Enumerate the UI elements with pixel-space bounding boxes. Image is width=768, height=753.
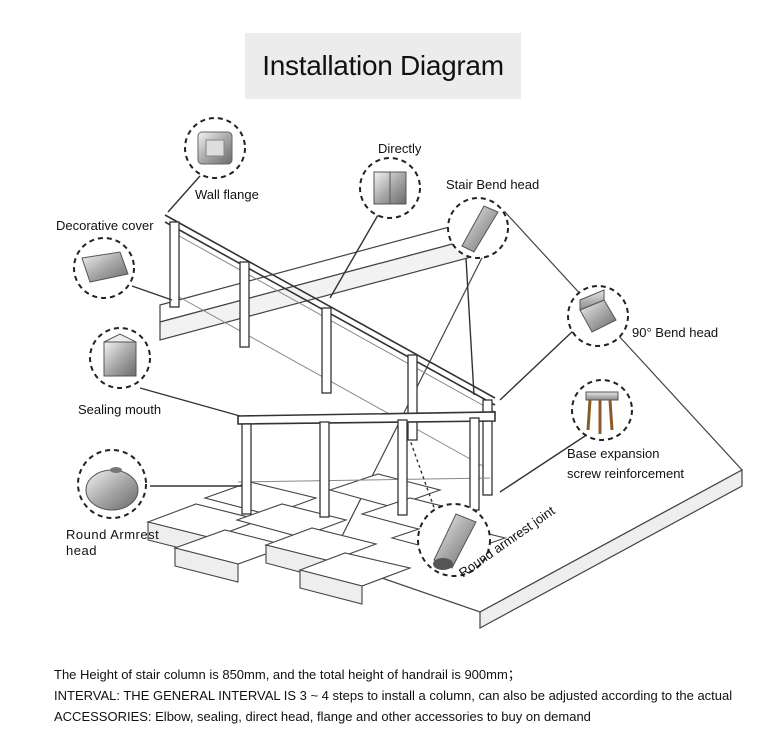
upper-posts bbox=[169, 221, 493, 496]
label-sealing-mouth: Sealing mouth bbox=[78, 402, 162, 417]
label-round-armrest-head-2: head bbox=[66, 543, 97, 558]
wall-flange-callout bbox=[184, 117, 246, 179]
round-armrest-joint-callout bbox=[417, 503, 491, 577]
label-stair-bend-head: Stair Bend head bbox=[446, 177, 540, 192]
note-height: The Height of stair column is 850mm, and… bbox=[54, 667, 521, 682]
stair-bend-head-callout bbox=[447, 197, 509, 259]
base-expansion-callout bbox=[571, 379, 633, 441]
round-armrest-head-callout bbox=[77, 449, 147, 519]
note-interval: INTERVAL: THE GENERAL INTERVAL IS 3 ~ 4 … bbox=[54, 688, 733, 703]
page-title: Installation Diagram bbox=[262, 50, 504, 81]
pointer-lines bbox=[131, 175, 589, 531]
installation-notes: The Height of stair column is 850mm, and… bbox=[54, 664, 754, 727]
sealing-mouth-callout bbox=[89, 327, 151, 389]
lower-posts bbox=[241, 417, 480, 518]
note-accessories: ACCESSORIES: Elbow, sealing, direct head… bbox=[54, 709, 591, 724]
title-box: Installation Diagram bbox=[245, 33, 521, 99]
stair-railing-diagram bbox=[73, 117, 743, 630]
label-directly: Directly bbox=[378, 141, 422, 156]
lower-handrail bbox=[237, 411, 496, 483]
label-decorative-cover: Decorative cover bbox=[56, 218, 154, 233]
directly-callout bbox=[359, 157, 421, 219]
bend-90-head-callout bbox=[567, 285, 629, 347]
label-base-expansion-1: Base expansion bbox=[567, 446, 660, 461]
label-round-armrest-head-1: Round Armrest bbox=[66, 527, 160, 542]
label-wall-flange: Wall flange bbox=[195, 187, 259, 202]
label-base-expansion-2: screw reinforcement bbox=[567, 466, 685, 481]
decorative-cover-callout bbox=[73, 237, 135, 299]
label-90-bend-head: 90° Bend head bbox=[632, 325, 719, 340]
